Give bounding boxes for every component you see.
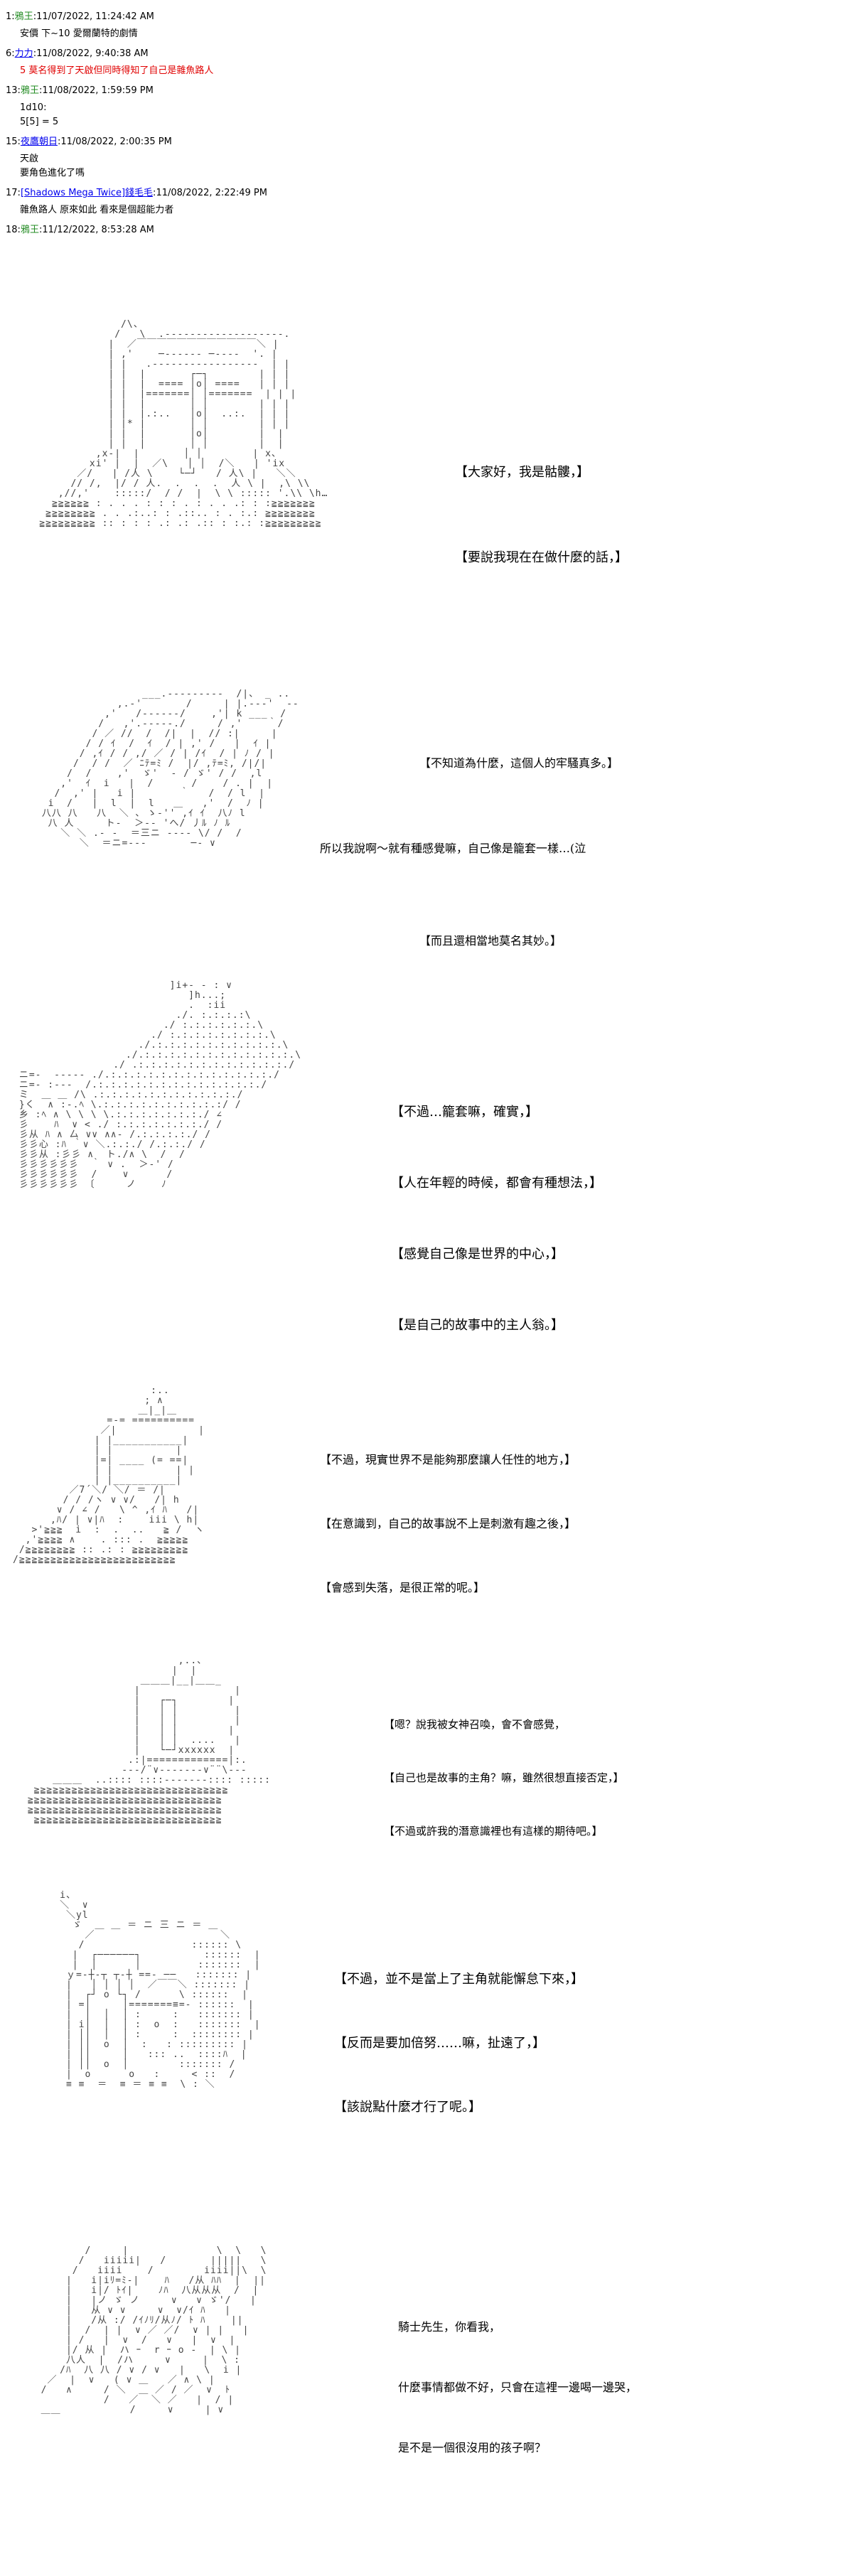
dialogue-line: 【會感到失落，是很正常的呢。】 [320,1581,485,1594]
dialogue-line: 【不過…籠套嘛，確實，】 [391,1105,538,1120]
dialogue-line: 什麼事情都做不好，只會在這裡一邊喝一邊哭， [398,2381,638,2394]
post-body: 5 莫名得到了天啟但同時得知了自己是雜魚路人 [20,65,214,76]
dialogue-line: 【該說點什麼才行了呢。】 [334,2100,481,2115]
panel-7: / | \ \ \ / iiiii| / ||||| \ / iiii / ii… [0,2246,853,2573]
post-number: 13 [6,85,18,96]
post-date: 11/12/2022, 8:53:28 AM [42,225,154,235]
post-body: 雜魚路人 原來如此 看來是個超能力者 [20,205,174,215]
ascii-art-knight-side: :.. ; ∧ ＿|_|＿ =‐= ========== ／| | | |___… [13,1385,205,1565]
post-header: 13:鴉王:11/08/2022, 1:59:59 PM [6,85,154,96]
dialogue-line: 【不知道為什麼，這個人的牢騷真多。】 [419,756,619,770]
post-date: 11/08/2022, 2:22:49 PM [156,188,267,198]
post-body: 天啟 要角色進化了嗎 [20,154,85,178]
post: 6:力力:11/08/2022, 9:40:38 AM 5 莫名得到了天啟但同時… [6,47,574,78]
poster-name-link[interactable]: 夜鷹朝日 [20,136,58,147]
panel-5: ,..、 | | ＿＿＿|__|＿＿_ | | | ┌─┐ | | │ │ | … [0,1656,853,1891]
dialogue-line: 【自己也是故事的主角？嘛，雖然很想直接否定，】 [384,1771,624,1784]
dialogue-line: 【在意識到，自己的故事說不上是刺激有趣之後，】 [320,1517,576,1530]
post: 18:鴉王:11/12/2022, 8:53:28 AM [6,223,574,237]
poster-name-link[interactable]: [Shadows Mega Twice] [20,188,126,198]
post-date: 11/08/2022, 2:00:35 PM [60,136,172,147]
post-header: 1:鴉王:11/07/2022, 11:24:42 AM [6,11,154,22]
ascii-art-knight-sitting: ,..、 | | ＿＿＿|__|＿＿_ | | | ┌─┐ | | │ │ | … [27,1655,271,1825]
panel-6: i、 ＼ ∨ ＼yl ゞ ＿ ＿ ＝ ニ 三 ニ ＝ ＿ ／ ＼ / :::::… [0,1891,853,2246]
poster-trip-link[interactable]: 錢毛毛 [125,188,154,198]
thread-header: 1:鴉王:11/07/2022, 11:24:42 AM 安價 下~10 愛爾蘭… [6,10,574,237]
poster-name-link[interactable]: 力力 [14,48,33,59]
dialogue-line: 騎士先生，你看我， [398,2320,501,2334]
dialogue-line: 【不過，並不是當上了主角就能懈怠下來，】 [334,1972,584,1987]
post: 17:[Shadows Mega Twice]錢毛毛:11/08/2022, 2… [6,186,574,218]
dialogue-line: 【要說我現在在做什麼的話，】 [455,550,628,565]
post: 1:鴉王:11/07/2022, 11:24:42 AM 安價 下~10 愛爾蘭… [6,10,574,41]
ascii-art-knight-front: i、 ＼ ∨ ＼yl ゞ ＿ ＿ ＝ ニ 三 ニ ＝ ＿ ／ ＼ / :::::… [60,1890,261,2090]
dialogue-line: 【人在年輕的時候，都會有種想法，】 [391,1176,602,1191]
ascii-art-character: ___.-‐-‐-‐-‐- /|、 _ .. ,.-' / | |.-‐-' ‐… [41,689,299,849]
dialogue-line: 是不是一個很沒用的孩子啊？ [398,2441,547,2454]
post-body: 安價 下~10 愛爾蘭特的劇情 [20,28,138,39]
panel-1: /\、 / \ .-‐-‐-‐-‐-‐-‐-‐-‐-‐-. | ／￣￣￣￣￣￣￣… [0,320,853,689]
poster-name: 鴉王 [14,11,33,22]
post-body: 1d10: 5[5] = 5 [20,102,59,127]
panel-3: ]i+‐ ‐ : ∨ ]h...; . :ii ./. :.:.:.:\ ./ … [0,981,853,1386]
poster-name: 鴉王 [20,225,39,235]
dialogue-line: 【大家好，我是骷髏，】 [455,465,589,480]
dialogue-line: 【不過，現實世界不是能夠那麼讓人任性的地方，】 [320,1453,576,1466]
post-number: 15 [6,136,18,147]
post-header: 17:[Shadows Mega Twice]錢毛毛:11/08/2022, 2… [6,188,267,198]
ascii-art-girl-crying: / | \ \ \ / iiiii| / ||||| \ / iiii / ii… [41,2245,267,2415]
dialogue-line: 【而且還相當地莫名其妙。】 [419,934,562,948]
post-number: 18 [6,225,18,235]
dialogue-line: 【是自己的故事中的主人翁。】 [391,1318,564,1333]
post-header: 18:鴉王:11/12/2022, 8:53:28 AM [6,225,154,235]
panel-4: :.. ; ∧ ＿|_|＿ =‐= ========== ／| | | |___… [0,1386,853,1656]
poster-name: 鴉王 [20,85,39,96]
post-number: 6 [6,48,12,59]
post-date: 11/08/2022, 1:59:59 PM [42,85,154,96]
post: 15:夜鷹朝日:11/08/2022, 2:00:35 PM 天啟 要角色進化了… [6,135,574,181]
ascii-art-knight-helmet: /\、 / \ .-‐-‐-‐-‐-‐-‐-‐-‐-‐-. | ／￣￣￣￣￣￣￣… [39,319,328,529]
dialogue-line: 【嗯？說我被女神召喚，會不會感覺， [384,1718,566,1731]
post-number: 17 [6,188,18,198]
post-number: 1 [6,11,12,22]
dialogue-line: 所以我說啊～就有種感覺嘛，自己像是籠套一樣…(泣 [320,842,586,855]
ascii-art-knight-flask: ]i+‐ ‐ : ∨ ]h...; . :ii ./. :.:.:.:\ ./ … [18,980,302,1190]
post-date: 11/08/2022, 9:40:38 AM [36,48,149,59]
panel-2: ___.-‐-‐-‐-‐- /|、 _ .. ,.-' / | |.-‐-' ‐… [0,689,853,981]
dialogue-line: 【反而是要加倍努……嘛，扯遠了，】 [334,2036,545,2051]
post-header: 6:力力:11/08/2022, 9:40:38 AM [6,48,149,59]
post-header: 15:夜鷹朝日:11/08/2022, 2:00:35 PM [6,136,172,147]
post-date: 11/07/2022, 11:24:42 AM [36,11,154,22]
dialogue-line: 【感覺自己像是世界的中心，】 [391,1247,564,1262]
dialogue-line: 【不過或許我的潛意識裡也有這樣的期待吧。】 [384,1825,603,1837]
post: 13:鴉王:11/08/2022, 1:59:59 PM 1d10: 5[5] … [6,84,574,129]
